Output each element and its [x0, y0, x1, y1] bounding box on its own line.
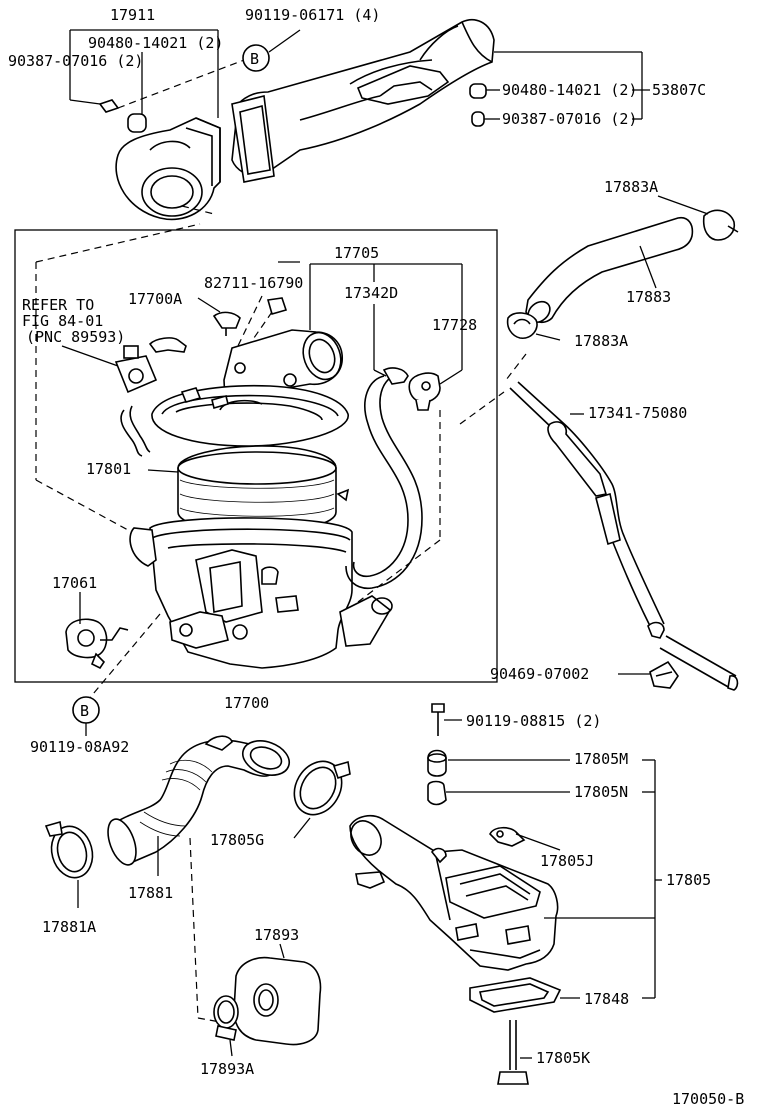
label-90480-14021-a: 90480-14021 (2) — [88, 34, 223, 52]
callout-b-top-letter: B — [250, 50, 259, 68]
clips-53807C — [469, 51, 650, 127]
bolt-90119-08815 — [431, 703, 462, 736]
small-hose-lower — [120, 405, 151, 457]
leader-lines-17911 — [69, 29, 245, 215]
clamp-17893A — [213, 995, 239, 1057]
label-17911: 17911 — [110, 6, 155, 24]
filter-element-17801 — [177, 445, 350, 533]
label-90480-14021-b: 90480-14021 (2) — [502, 81, 637, 99]
leader-lines-17705 — [278, 261, 463, 385]
bracket-17805J — [489, 826, 561, 851]
label-90119-06171: 90119-06171 (4) — [245, 6, 380, 24]
label-17700A: 17700A — [128, 290, 182, 308]
bolt-82711 — [239, 297, 288, 359]
refer-line-3: (PNC 89593) — [26, 328, 125, 346]
clip-17700A — [212, 311, 241, 336]
label-17805G: 17805G — [210, 831, 264, 849]
label-17805K: 17805K — [536, 1049, 590, 1067]
label-17881: 17881 — [128, 884, 173, 902]
callout-b-bottom-letter: B — [80, 702, 89, 720]
label-17881A: 17881A — [42, 918, 96, 936]
label-17805: 17805 — [666, 871, 711, 889]
refer-line-2: FIG 84-01 — [22, 312, 103, 330]
label-17893A: 17893A — [200, 1060, 254, 1078]
label-90119-08A92: 90119-08A92 — [30, 738, 129, 756]
label-17341-75080: 17341-75080 — [588, 404, 687, 422]
assembly-frame-17700 — [14, 229, 498, 683]
hose-17881 — [107, 735, 291, 1023]
refer-line-1: REFER TO — [22, 296, 94, 314]
part-17061 — [65, 592, 129, 670]
leader-refer — [61, 345, 119, 367]
label-17728: 17728 — [432, 316, 477, 334]
clamp-17881A — [44, 820, 94, 908]
label-90387-07016-b: 90387-07016 (2) — [502, 110, 637, 128]
label-17893: 17893 — [254, 926, 299, 944]
label-17805J: 17805J — [540, 852, 594, 870]
valve-89593 — [114, 337, 187, 394]
bolt-17805K — [497, 1020, 532, 1085]
label-17705: 17705 — [334, 244, 379, 262]
label-17342D: 17342D — [344, 284, 398, 302]
label-17805N: 17805N — [574, 783, 628, 801]
clamp-17805G — [293, 760, 351, 839]
hose-17341-75080 — [509, 381, 739, 691]
label-17061: 17061 — [52, 574, 97, 592]
label-82711-16790: 82711-16790 — [204, 274, 303, 292]
label-17801: 17801 — [86, 460, 131, 478]
clamp-90469-07002 — [618, 660, 679, 689]
hose-17342D — [345, 367, 423, 590]
callout-b-top: B — [242, 29, 301, 72]
gasket-17848 — [469, 977, 580, 1013]
label-90119-08815: 90119-08815 (2) — [466, 712, 601, 730]
leader-17700A — [197, 297, 221, 313]
label-17883A-mid: 17883A — [574, 332, 628, 350]
leader-17801 — [147, 469, 179, 473]
clip-17883A-mid — [506, 312, 561, 341]
label-17883: 17883 — [626, 288, 671, 306]
label-90387-07016-a: 90387-07016 (2) — [8, 52, 143, 70]
cover-17893 — [233, 943, 322, 1046]
grommet-17805M — [427, 749, 570, 777]
label-17848: 17848 — [584, 990, 629, 1008]
leader-lines-17805 — [642, 759, 662, 999]
air-cleaner-case — [129, 517, 393, 669]
air-cleaner-cap — [151, 329, 349, 447]
dashed-guides — [35, 223, 527, 701]
air-duct-53807C — [231, 18, 495, 183]
airflow-adapter-17911 — [98, 99, 221, 221]
valve-17728 — [408, 372, 441, 411]
label-17805M: 17805M — [574, 750, 628, 768]
label-17700: 17700 — [224, 694, 269, 712]
collar-17805N — [427, 780, 570, 806]
label-17883A-top: 17883A — [604, 178, 658, 196]
resonator-17805 — [349, 814, 655, 971]
hose-17883 — [525, 195, 739, 324]
callout-b-bottom: B — [72, 696, 100, 736]
label-53807C: 53807C — [652, 81, 706, 99]
figure-code: 170050-B — [672, 1090, 744, 1108]
label-90469-07002: 90469-07002 — [490, 665, 589, 683]
